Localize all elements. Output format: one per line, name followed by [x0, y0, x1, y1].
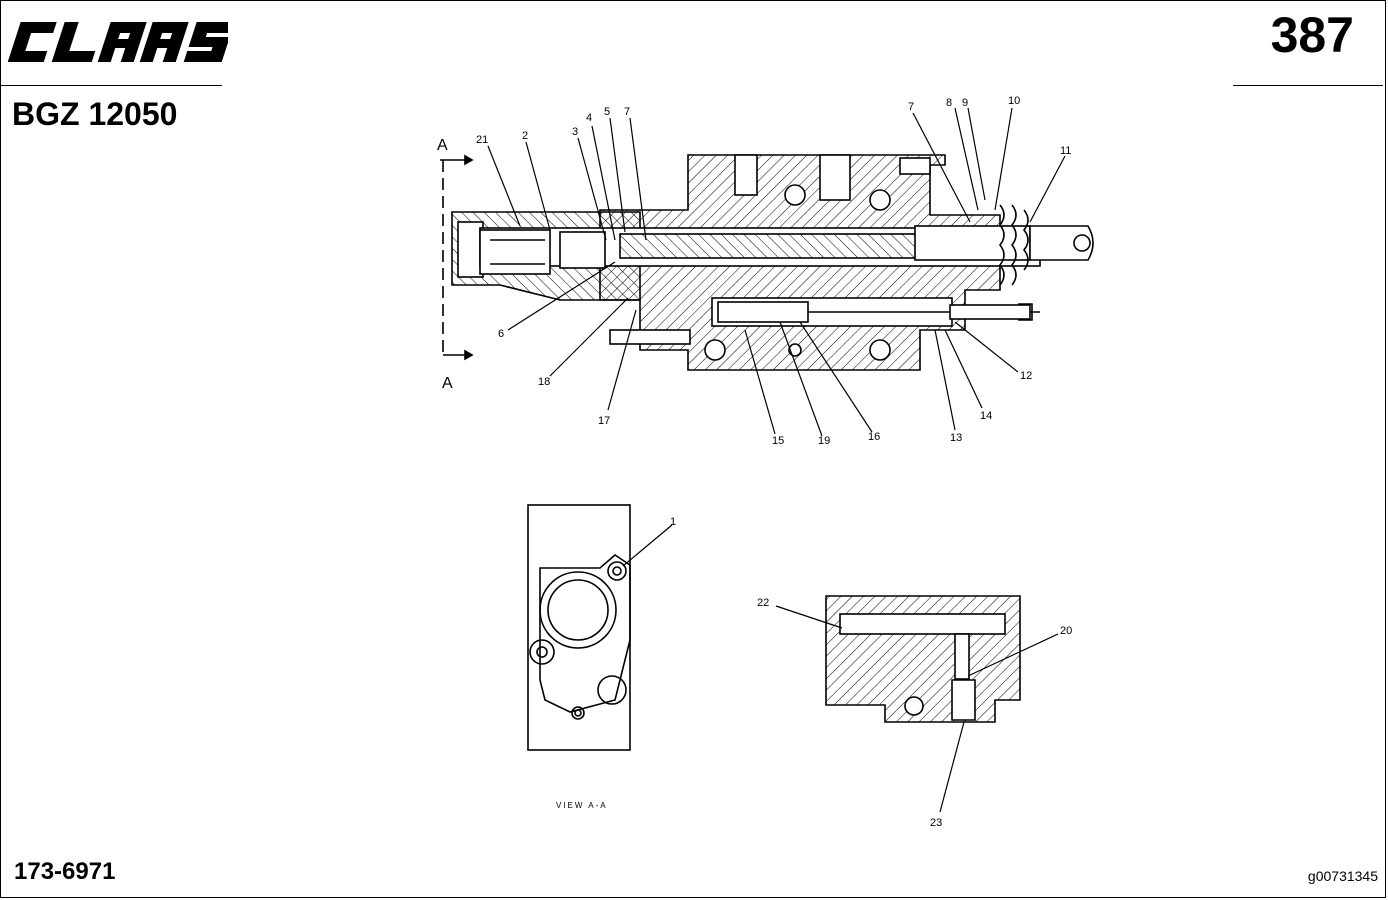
callout-13: 13 — [950, 432, 962, 444]
callout-20: 20 — [1060, 625, 1072, 637]
main-valve-section — [440, 154, 1094, 371]
section-letter-bottom: A — [442, 375, 453, 392]
callout-8: 8 — [946, 97, 952, 109]
image-id: g00731345 — [1307, 868, 1378, 884]
section-line — [440, 154, 474, 361]
view-a-a — [527, 504, 631, 751]
callout-9: 9 — [962, 97, 968, 109]
callout-15: 15 — [772, 435, 784, 447]
detail-section — [825, 595, 1021, 723]
callout-23: 23 — [930, 817, 942, 829]
callout-1: 1 — [670, 516, 676, 528]
page-number: 387 — [1270, 7, 1354, 63]
callout-17: 17 — [598, 415, 610, 427]
rod-end — [1029, 225, 1094, 261]
callout-18: 18 — [538, 376, 550, 388]
callout-12: 12 — [1020, 370, 1032, 382]
spool — [619, 233, 921, 259]
callout-7b: 7 — [908, 101, 914, 113]
callout-4: 4 — [586, 112, 592, 124]
callout-16: 16 — [868, 431, 880, 443]
callout-7a: 7 — [624, 106, 630, 118]
view-label: VIEW A-A — [556, 801, 608, 810]
leader-lines — [487, 107, 1066, 813]
callout-10: 10 — [1008, 95, 1020, 107]
claas-logo-mark — [7, 22, 235, 62]
callout-19: 19 — [818, 435, 830, 447]
claas-logo — [7, 18, 235, 71]
callout-21: 21 — [476, 134, 488, 146]
callout-labels: 1 2 3 4 5 6 7 7 8 9 10 11 12 13 14 15 16… — [476, 95, 1072, 829]
callout-5: 5 — [604, 106, 610, 118]
header-rule-left — [0, 85, 222, 86]
callout-14: 14 — [980, 410, 992, 422]
section-letter-top: A — [437, 137, 448, 154]
callout-3: 3 — [572, 126, 578, 138]
boot — [998, 204, 1029, 286]
group-code: BGZ 12050 — [12, 96, 178, 132]
header-rule-right — [1233, 85, 1383, 86]
cartridge — [479, 229, 551, 275]
callout-2: 2 — [522, 130, 528, 142]
callout-22: 22 — [757, 597, 769, 609]
callout-6: 6 — [498, 328, 504, 340]
view-a-a-body — [527, 504, 631, 751]
part-number: 173-6971 — [14, 858, 116, 885]
callout-11: 11 — [1060, 145, 1071, 157]
